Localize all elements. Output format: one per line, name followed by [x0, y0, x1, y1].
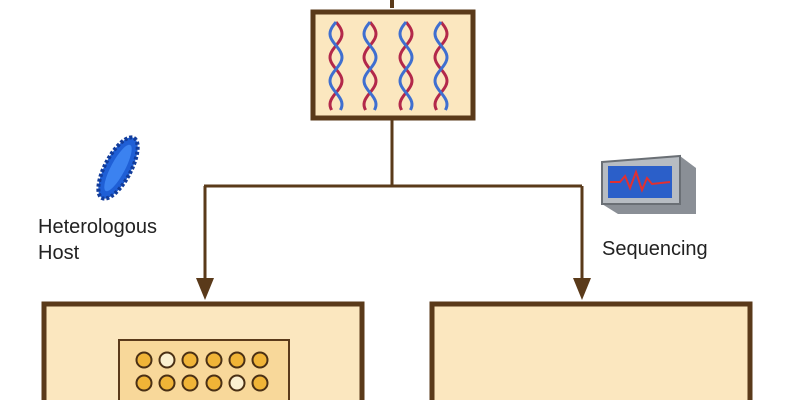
well-empty: [228, 374, 246, 392]
well-filled: [135, 374, 153, 392]
well-filled: [251, 374, 269, 392]
well-filled: [181, 351, 199, 369]
sequencing-label: Sequencing: [602, 238, 708, 260]
host-label-line1: Heterologous: [38, 216, 157, 238]
sequencer-computer-icon: [601, 154, 696, 214]
branch-connector: [203, 120, 584, 282]
bacterium-icon: [96, 135, 140, 201]
well-filled: [228, 351, 246, 369]
arrow-left-head: [196, 278, 214, 300]
plate-wells: [135, 351, 269, 392]
dna-helix-icon: [433, 21, 449, 111]
dna-library-box: [310, 9, 476, 121]
sequencing-result-box: [429, 301, 753, 400]
well-filled: [205, 351, 223, 369]
well-filled: [158, 374, 176, 392]
dna-helix-icon: [362, 21, 378, 111]
host-label-line2: Host: [38, 242, 80, 264]
well-empty: [158, 351, 176, 369]
dna-helices: [328, 21, 449, 111]
dna-helix-icon: [398, 21, 414, 111]
heterologous-host-label: Heterologous Host: [38, 214, 157, 266]
well-filled: [205, 374, 223, 392]
arrow-right-head: [573, 278, 591, 300]
dna-helix-icon: [328, 21, 344, 111]
well-filled: [135, 351, 153, 369]
well-filled: [251, 351, 269, 369]
well-filled: [181, 374, 199, 392]
